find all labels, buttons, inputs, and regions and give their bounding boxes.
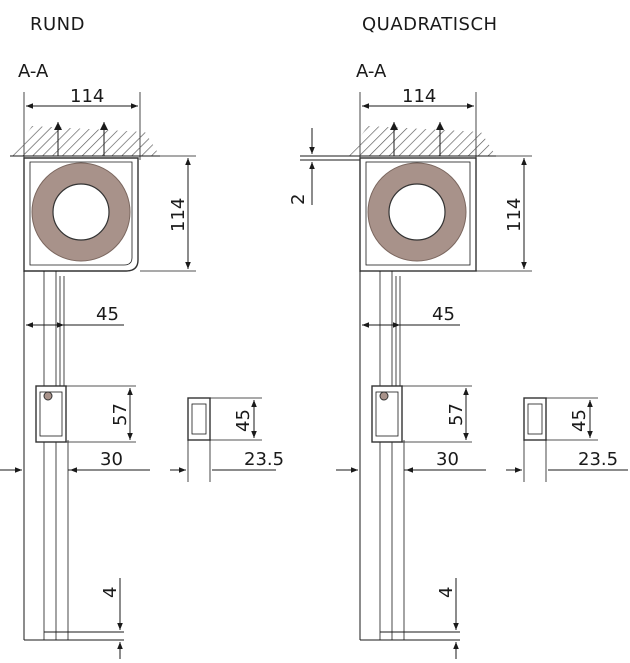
dim-rail-width-rund: 30 xyxy=(100,449,123,470)
dim-bottom-gap-quadratisch: 4 xyxy=(436,587,457,598)
mounting-screw-icon xyxy=(390,122,444,156)
dim-box-width-rund: 114 xyxy=(70,86,104,107)
dim-rail-width-quadratisch: 30 xyxy=(436,449,459,470)
axle-icon xyxy=(52,183,110,241)
dim-bottom-gap-rund: 4 xyxy=(100,587,121,598)
dim-offset-quadratisch: 2 xyxy=(288,194,309,205)
dim-end-height-quadratisch: 45 xyxy=(569,409,590,432)
dim-bar-height-quadratisch: 57 xyxy=(446,403,467,426)
dim-end-height-rund: 45 xyxy=(233,409,254,432)
view-title-quadratisch: QUADRATISCH xyxy=(362,14,498,35)
dim-box-height-quadratisch: 114 xyxy=(504,198,525,232)
section-label-rund: A-A xyxy=(18,61,49,82)
view-quadratisch: QUADRATISCH A-A 114 2 114 xyxy=(288,14,628,659)
end-piece-rund xyxy=(187,397,211,441)
mounting-screw-icon xyxy=(54,122,108,156)
dim-end-width-rund: 23.5 xyxy=(244,449,284,470)
section-label-quadratisch: A-A xyxy=(356,61,387,82)
ceiling-hatch xyxy=(346,126,496,156)
axle-icon xyxy=(388,183,446,241)
dim-bar-height-rund: 57 xyxy=(110,403,131,426)
dim-rail-depth-rund: 45 xyxy=(96,304,119,325)
dim-box-width-quadratisch: 114 xyxy=(402,86,436,107)
view-rund: RUND A-A 114 114 xyxy=(0,14,284,659)
dim-box-height-rund: 114 xyxy=(168,198,189,232)
ceiling-hatch xyxy=(12,126,160,156)
dim-rail-depth-quadratisch: 45 xyxy=(432,304,455,325)
end-piece-quadratisch xyxy=(523,397,547,441)
bottom-bar-rund xyxy=(35,385,67,443)
view-title-rund: RUND xyxy=(30,14,85,35)
dim-end-width-quadratisch: 23.5 xyxy=(578,449,618,470)
